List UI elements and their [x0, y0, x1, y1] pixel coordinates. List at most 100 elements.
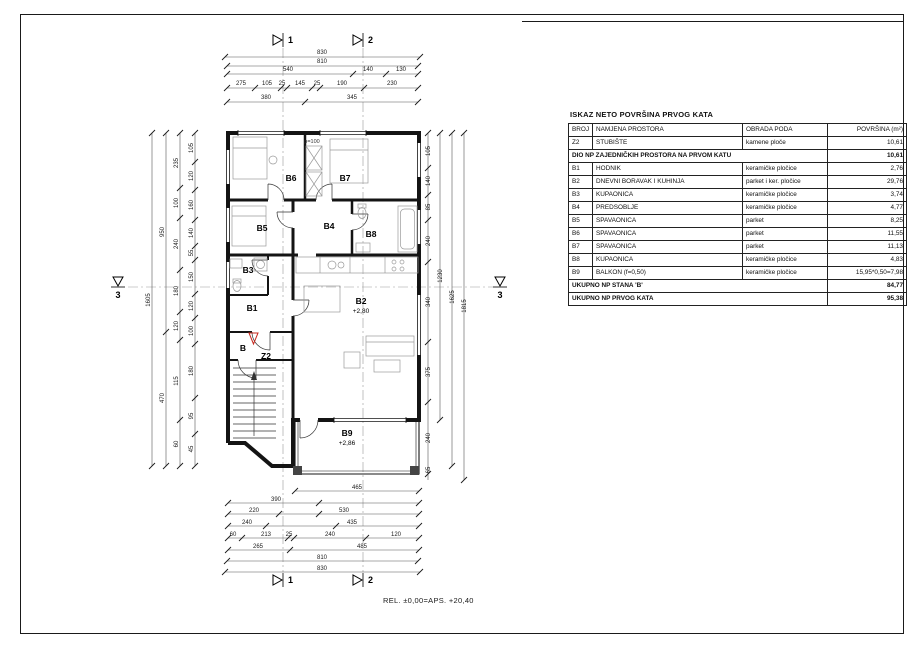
section-triangle-icon — [352, 574, 364, 586]
cell-label: UKUPNO NP PRVOG KATA — [568, 292, 828, 306]
header-namjena: NAMJENA PROSTORA — [592, 123, 743, 137]
dimension-label: 45 — [189, 445, 195, 452]
cell-namjena: SPAVAONICA — [592, 227, 743, 241]
section-triangle-icon — [272, 574, 284, 586]
cell-namjena: HODNIK — [592, 162, 743, 176]
cell-value: 84,77 — [827, 279, 907, 293]
dimension-label: 540 — [283, 67, 294, 73]
dimension-label: 150 — [189, 271, 195, 282]
cell-broj: B5 — [568, 214, 593, 228]
cell-namjena: DNEVNI BORAVAK I KUHINJA — [592, 175, 743, 189]
cell-broj: B8 — [568, 253, 593, 267]
dimension-label: 240 — [426, 235, 432, 246]
cell-broj: B2 — [568, 175, 593, 189]
annotations: p=100 — [304, 139, 319, 145]
dimension-label: 105 — [262, 81, 273, 87]
section-marker-3: 3 — [111, 276, 125, 300]
dimension-label: 1815 — [462, 299, 468, 313]
cell-broj: B7 — [568, 240, 593, 254]
section-cut-lines — [128, 48, 494, 572]
cell-broj: B3 — [568, 188, 593, 202]
dimension-label: 180 — [174, 285, 180, 296]
title-block-line — [522, 21, 904, 22]
room-label-b5: B5 — [257, 223, 268, 233]
room-label-b4: B4 — [324, 221, 335, 231]
room-label-b6: B6 — [286, 173, 297, 183]
dimension-label: 830 — [317, 50, 328, 56]
cell-namjena: KUPAONICA — [592, 188, 743, 202]
cell-broj: Z2 — [568, 136, 593, 150]
dimension-label: 60 — [174, 440, 180, 447]
cell-broj: B1 — [568, 162, 593, 176]
cell-povrsina: 11,55 — [827, 227, 907, 241]
room-label-b9: B9 — [342, 428, 353, 438]
section-marker-number: 3 — [497, 290, 502, 300]
dimension-label: 55 — [189, 249, 195, 256]
dimension-label: 375 — [426, 366, 432, 377]
section-triangle-icon — [272, 34, 284, 46]
furniture — [229, 136, 419, 373]
cell-obrada: kamene ploče — [742, 136, 828, 150]
dimension-label: 435 — [347, 520, 358, 526]
cell-povrsina: 2,76 — [827, 162, 907, 176]
cell-povrsina: 10,61 — [827, 136, 907, 150]
room-label-z2: Z2 — [261, 351, 271, 361]
dimension-label: 140 — [189, 227, 195, 238]
room-label-b2: B2 — [356, 296, 367, 306]
room-label-b3: B3 — [243, 265, 254, 275]
section-marker-number: 1 — [288, 575, 293, 585]
cell-label: DIO NP ZAJEDNIČKIH PROSTORA NA PRVOM KAT… — [568, 149, 828, 163]
dimension-label: 190 — [337, 81, 348, 87]
dimension-label: 230 — [387, 81, 398, 87]
cell-povrsina: 4,77 — [827, 201, 907, 215]
dimension-label: 240 — [174, 238, 180, 249]
dimension-label: 380 — [261, 95, 272, 101]
cell-povrsina: 29,76 — [827, 175, 907, 189]
section-marker-number: 3 — [115, 290, 120, 300]
dimension-label: 145 — [295, 81, 306, 87]
balcony-post — [293, 466, 302, 475]
dimension-label: 105 — [426, 145, 432, 156]
dimension-label: 100 — [174, 197, 180, 208]
dimension-label: 950 — [160, 226, 166, 237]
dimension-label: 120 — [189, 300, 195, 311]
dimension-label: 65 — [426, 466, 432, 473]
section-triangle-icon — [112, 276, 124, 288]
cell-value: 10,61 — [827, 149, 907, 163]
cell-obrada: keramičke pločice — [742, 162, 828, 176]
dimension-label: 160 — [189, 199, 195, 210]
dimension-label: 105 — [189, 142, 195, 153]
section-marker-number: 2 — [368, 35, 373, 45]
dimension-label: 530 — [339, 508, 350, 514]
area-table: ISKAZ NETO POVRŠINA PRVOG KATA BROJ NAMJ… — [568, 110, 907, 306]
section-marker-1: 1 — [272, 573, 293, 587]
section-marker-1: 1 — [272, 33, 293, 47]
table-total-row: UKUPNO NP STANA 'B'84,77 — [568, 279, 907, 293]
dimension-label: 220 — [249, 508, 260, 514]
table-header-row: BROJ NAMJENA PROSTORA OBRADA PODA POVRŠI… — [568, 123, 907, 137]
entry-triangle-icon — [248, 332, 259, 346]
cell-namjena: SPAVAONICA — [592, 214, 743, 228]
elevation-label: +2,80 — [353, 308, 370, 315]
dimension-label: 115 — [174, 376, 180, 386]
annotation: p=100 — [304, 139, 319, 145]
dimension-label: 60 — [230, 532, 237, 538]
dimension-label: 810 — [317, 59, 328, 65]
cell-povrsina: 3,74 — [827, 188, 907, 202]
cell-obrada: parket — [742, 227, 828, 241]
dimension-label: 180 — [189, 365, 195, 376]
header-obrada: OBRADA PODA — [742, 123, 828, 137]
dimension-label: 830 — [317, 566, 328, 572]
header-broj: BROJ — [568, 123, 593, 137]
dimension-label: 95 — [189, 412, 195, 419]
cell-povrsina: 11,13 — [827, 240, 907, 254]
cell-obrada: keramičke pločice — [742, 266, 828, 280]
